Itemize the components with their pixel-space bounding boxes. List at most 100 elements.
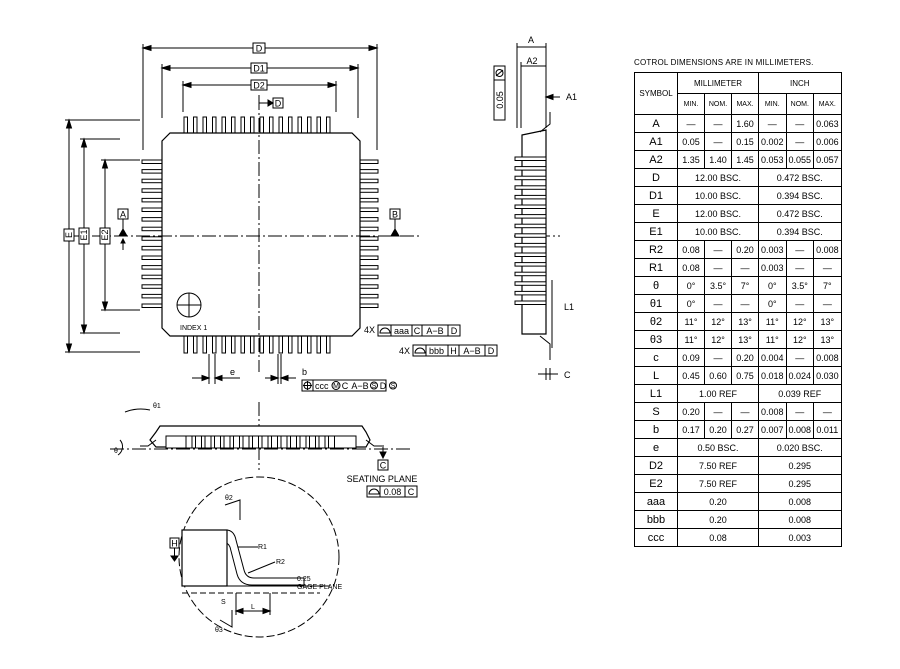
ccc-tol: ccc: [315, 381, 329, 391]
inch-value-cell: 0.057: [813, 150, 842, 169]
lead: [141, 226, 163, 232]
r2-label: R2: [276, 559, 285, 566]
lead: [297, 335, 302, 354]
mm-value-cell: 12°: [704, 312, 732, 331]
mm-value-cell: 0.20: [677, 402, 705, 421]
inch-value-cell: 0.024: [785, 366, 815, 385]
lead: [212, 116, 217, 135]
inch-value-cell: 0.394 BSC.: [758, 186, 842, 205]
lead: [231, 335, 236, 354]
mm-value-cell: 0.08: [677, 240, 705, 259]
mm-value-cell: —: [704, 240, 732, 259]
symbol-cell: aaa: [634, 492, 678, 511]
symbol-cell: ccc: [634, 528, 678, 547]
lead: [328, 435, 335, 449]
inch-value-cell: 0.007: [758, 420, 787, 439]
lead: [514, 223, 547, 229]
seating-plane-label: SEATING PLANE: [347, 474, 418, 484]
gage-label: GAGE PLANE: [297, 584, 342, 591]
symbol-cell: b: [634, 420, 678, 439]
package-outline-drawing: D D1 D2 D: [63, 35, 577, 638]
lead: [514, 262, 547, 267]
inch-value-cell: 0°: [758, 294, 787, 313]
ccc-mod: M: [333, 383, 339, 390]
inch-value-cell: 0.004: [758, 348, 787, 367]
pitch-label: e: [230, 367, 235, 377]
lead: [221, 335, 226, 354]
inch-value-cell: 0.003: [758, 240, 787, 259]
symbol-header: SYMBOL: [634, 72, 678, 115]
bbb-tol: bbb: [429, 346, 444, 356]
lead: [193, 116, 198, 135]
theta-label: θ: [114, 448, 118, 455]
symbol-cell: E1: [634, 222, 678, 241]
inch-value-cell: 0.003: [758, 528, 842, 547]
lead: [359, 159, 379, 164]
side-profile-leads: [514, 156, 547, 305]
lead: [141, 159, 163, 164]
lead: [223, 435, 231, 449]
inch-value-cell: 0.008: [813, 240, 842, 259]
l-label: L: [251, 604, 255, 611]
side-a-label: A: [528, 35, 534, 45]
side-a1-label: A1: [566, 92, 577, 102]
lead: [141, 293, 163, 299]
mm-value-cell: 0.08: [677, 528, 759, 547]
inch-value-cell: 7°: [813, 276, 842, 295]
right-leads: [359, 159, 379, 308]
inch-value-cell: 0.063: [813, 114, 842, 133]
mm-value-cell: 0.27: [731, 420, 759, 439]
lead: [240, 116, 245, 135]
mm-value-cell: 7°: [731, 276, 759, 295]
mm-value-cell: 0.15: [731, 132, 759, 151]
lead: [185, 435, 193, 449]
pin1-label: INDEX 1: [180, 325, 207, 332]
lead: [193, 335, 198, 354]
mm-value-cell: —: [704, 132, 732, 151]
in-max-header: MAX.: [813, 93, 842, 115]
symbol-cell: c: [634, 348, 678, 367]
mm-value-cell: —: [677, 114, 705, 133]
mm-value-cell: 0.20: [704, 420, 732, 439]
dimension-table: SYMBOL MILLIMETER INCH MIN. NOM. MAX. MI…: [634, 72, 842, 547]
aaa-datum2: A−B: [426, 326, 443, 336]
lead: [183, 335, 188, 354]
symbol-cell: D2: [634, 456, 678, 475]
ccc-datum2: A−B: [351, 381, 368, 391]
dim-e1-label: E1: [79, 229, 89, 240]
mm-value-cell: 13°: [731, 330, 759, 349]
lead: [359, 293, 379, 299]
lead: [514, 300, 547, 305]
mm-min-header: MIN.: [677, 93, 705, 115]
dim-d1-label: D1: [253, 64, 265, 74]
lead: [359, 303, 379, 308]
lead: [359, 188, 379, 193]
symbol-cell: E2: [634, 474, 678, 493]
lead: [240, 335, 245, 354]
lead: [514, 271, 547, 277]
mm-value-cell: 1.60: [731, 114, 759, 133]
lead: [141, 217, 163, 222]
top-view: D D1 D2 D: [63, 42, 498, 392]
lead: [514, 290, 547, 296]
lead: [307, 116, 312, 135]
mm-value-cell: 0.75: [731, 366, 759, 385]
mm-value-cell: 7.50 REF: [677, 456, 759, 475]
lead: [514, 204, 547, 209]
mm-value-cell: 0°: [677, 276, 705, 295]
lead: [359, 236, 379, 241]
mm-value-cell: 0.20: [731, 240, 759, 259]
symbol-cell: A: [634, 114, 678, 133]
lead: [212, 335, 217, 354]
inch-value-cell: —: [785, 258, 815, 277]
mm-value-cell: 0.05: [677, 132, 705, 151]
mm-value-cell: 1.45: [731, 150, 759, 169]
inch-value-cell: 12°: [785, 312, 815, 331]
lead: [141, 284, 163, 289]
lead: [141, 274, 163, 280]
